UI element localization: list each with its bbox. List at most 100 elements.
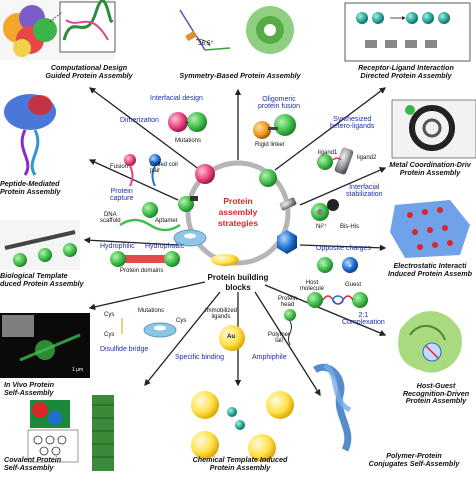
interfacial-stabilization-graphic [311, 199, 339, 221]
label-mutations-2: Mutations [138, 308, 165, 314]
hub-gray-rod [279, 197, 297, 211]
strategy-stab-line-2: stabilization [346, 191, 383, 199]
hub-linker [190, 196, 198, 201]
svg-text:+: + [348, 261, 353, 270]
strategy-opposite-charges: Opposite charges [316, 245, 371, 252]
arrow-biological [83, 237, 179, 246]
central-hub: Protein assembly strategies Protein buil… [173, 160, 297, 292]
metal-coordination-image [391, 99, 476, 159]
title-covalent-line-1: Covalent Protein [4, 455, 62, 464]
hub-ring [185, 160, 291, 266]
label-ni: Ni²⁺ [316, 224, 327, 230]
hub-green-protein [259, 169, 277, 187]
strategy-dimerization: Dimerization [120, 117, 159, 124]
label-fusion: Fusion [110, 164, 129, 170]
strategy-interfacial-design: Interfacial design [150, 95, 203, 102]
title-polymer-line-1: Polymer-Protein [386, 451, 442, 460]
title-biological: Biological Template duced Protein Assemb… [0, 272, 90, 287]
label-protein-head: Protein head [278, 296, 297, 309]
strategy-synthesized-line-2: hetero-ligands [330, 123, 375, 131]
arrow-computational [88, 87, 201, 171]
electrostatic-image [390, 200, 470, 258]
arrow-receptor [274, 87, 387, 171]
strategy-complexation: 2:1 Complexation [342, 312, 385, 327]
radiating-arrows [83, 87, 387, 397]
hub-title-line-3: strategies [218, 218, 258, 228]
hub-pink-protein [195, 164, 215, 184]
label-cys-2: Cys [104, 332, 115, 338]
label-ligand2: ligand2 [357, 155, 377, 161]
label-protein-domains: Protein domains [120, 268, 164, 274]
strategy-amphiphile: Amphiphile [252, 354, 287, 361]
hub-blue-hexagon [277, 230, 297, 254]
dna-aptamer-graphic [119, 202, 181, 232]
label-immobilized-line-2: ligands [211, 314, 231, 321]
label-mutations: Mutations [175, 138, 202, 144]
label-aptamer: Aptamer [155, 218, 178, 224]
strategy-disulfide: Disulfide bridge [100, 346, 149, 353]
strategy-capture-line-1: Protein [110, 188, 133, 195]
chemical-template-graphic [191, 325, 294, 462]
label-polymer-tail-line-1: Polymer [268, 332, 291, 338]
svg-text:−: − [323, 261, 328, 270]
host-guest-image [398, 311, 462, 373]
title-electrostatic-line-1: Electrostatic Interacti [393, 261, 467, 270]
title-chemical: Chemical Template Induced Protein Assemb… [170, 456, 310, 471]
title-receptor-line-2: Directed Protein Assembly [360, 70, 452, 80]
title-peptide-line-1: Peptide-Mediated [0, 179, 60, 188]
strategy-capture-line-2: capture [110, 195, 134, 203]
title-computational: Computational Design Guided Protein Asse… [24, 64, 154, 79]
arrow-hostguest [264, 284, 387, 336]
label-cys-1: Cys [104, 312, 115, 318]
arrow-peptide [88, 159, 179, 201]
arrow-invivo [88, 281, 206, 311]
title-covalent-line-2: Self-Assembly [4, 462, 54, 472]
peptide-mediated-image [4, 94, 56, 176]
label-dna-scaffold: DNA scaffold [100, 212, 121, 225]
title-invivo-line-2: Self-Assembly [4, 387, 54, 397]
label-ligand1: ligand1 [318, 150, 338, 156]
title-computational-line-2: Guided Protein Assembly [45, 70, 133, 80]
title-biological-line-2: duced Protein Assembly [0, 278, 84, 288]
title-hostguest-line-3: Protein Assembly [405, 396, 467, 406]
label-host-line-2: molecule [300, 286, 325, 293]
complexation-graphic [307, 292, 368, 308]
hub-torus-hole [184, 233, 196, 239]
building-blocks-line-1: Protein building [208, 273, 269, 282]
protein-domains-graphic [110, 251, 180, 267]
hetero-ligands-graphic [317, 147, 354, 175]
strategy-hydrophilic: Hydrophilic [100, 243, 135, 250]
strategy-interfacial-stabilization: Interfacial stabilization [346, 184, 383, 199]
strategy-complexation-line-1: 2:1 [358, 312, 369, 319]
title-hostguest-line-2: Recognition-Driven [402, 388, 470, 398]
angle-label: 36.5° [198, 39, 214, 47]
strategy-stab-line-1: Interfacial [349, 184, 380, 191]
strategy-oligomeric: Oligomeric protein fusion [258, 96, 300, 111]
symmetry-image [179, 6, 294, 54]
svg-text:+: + [185, 120, 189, 127]
title-hostguest-line-1: Host-Guest [416, 381, 456, 390]
title-invivo-line-1: In Vivo Protein [4, 380, 55, 389]
strategy-hydrophobic: Hydrophobic [145, 243, 185, 250]
title-hostguest: Host-Guest Recognition-Driven Protein As… [396, 382, 476, 405]
hub-yellow-disc [211, 254, 239, 266]
label-guest: Guest [345, 282, 362, 288]
arrow-polymer [254, 291, 321, 397]
label-immobilized-line-1: Immobilized [205, 308, 238, 314]
title-chemical-line-1: Chemical Template Induced [192, 455, 288, 464]
hub-title-line-1: Protein [223, 196, 252, 206]
title-chemical-line-2: Protein Assembly [209, 462, 271, 472]
label-cys-3: Cys [176, 318, 187, 324]
strategy-complexation-line-2: Complexation [342, 319, 385, 327]
oligomeric-fusion-graphic [253, 114, 296, 139]
covalent-image [27, 395, 114, 471]
arrow-electrostatic [299, 244, 387, 252]
label-polymer-tail-line-2: tail [275, 338, 283, 345]
label-polymer-tail: Polymer tail [268, 332, 290, 345]
label-host-molecule: Host molecule [300, 280, 324, 293]
title-metal-line-2: Protein Assembly [399, 167, 461, 177]
title-metal-line-1: Metal Coordination-Driv [389, 160, 471, 169]
strategy-oligomeric-line-1: Oligomeric [262, 96, 296, 103]
title-invivo: In Vivo Protein Self-Assembly [4, 381, 94, 396]
label-immobilized-ligands: Immobilized ligands [205, 308, 237, 321]
